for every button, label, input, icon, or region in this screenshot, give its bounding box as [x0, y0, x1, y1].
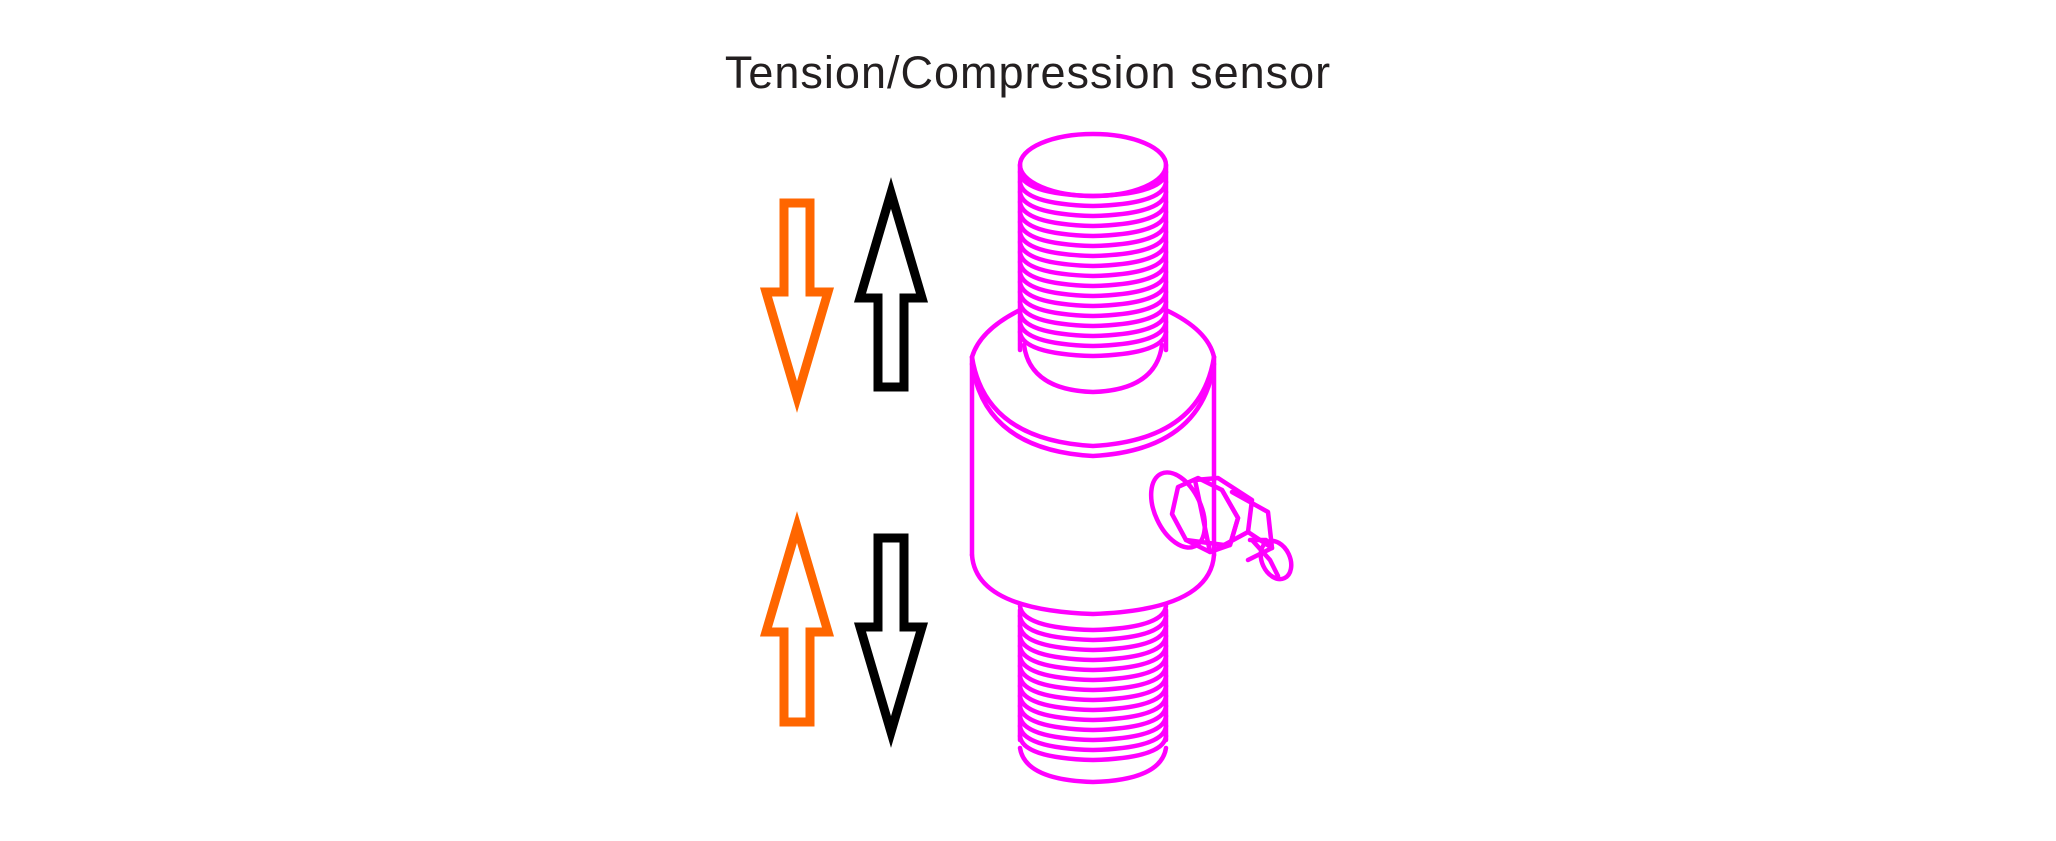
thread-ring [1017, 299, 1169, 329]
thread-ring [1017, 239, 1169, 269]
thread-ring [1017, 603, 1169, 633]
thread-ring [1017, 693, 1169, 723]
thread-ring [1017, 229, 1169, 259]
orange-down-arrow-icon [759, 198, 835, 413]
thread-ring [1017, 249, 1169, 279]
load-cell-sensor-icon [969, 131, 1294, 785]
cable-connector [1148, 470, 1294, 582]
thread-ring [1017, 713, 1169, 743]
thread-ring [1017, 703, 1169, 733]
upper-threaded-stud [1017, 131, 1169, 395]
thread-ring [1017, 179, 1169, 209]
thread-ring [1017, 633, 1169, 663]
orange-up-arrow-icon [759, 511, 835, 727]
thread-ring [1017, 309, 1169, 339]
black-down-arrow-icon [853, 533, 929, 748]
thread-ring [1017, 279, 1169, 309]
thread-ring [1017, 733, 1169, 763]
thread-ring [1017, 259, 1169, 289]
thread-ring [1017, 289, 1169, 319]
thread-ring [1017, 269, 1169, 299]
thread-ring [1017, 209, 1169, 239]
thread-ring [1017, 613, 1169, 643]
lower-threaded-stud [1017, 603, 1169, 785]
thread-ring [1017, 329, 1169, 359]
thread-ring [1017, 643, 1169, 673]
thread-ring [1017, 199, 1169, 229]
sensor-body [969, 307, 1217, 617]
black-up-arrow-icon [853, 177, 929, 392]
thread-ring [1017, 319, 1169, 349]
diagram-title: Tension/Compression sensor [724, 47, 1332, 98]
thread-ring [1017, 189, 1169, 219]
thread-ring [1017, 663, 1169, 693]
thread-ring [1017, 169, 1169, 199]
thread-ring [1017, 653, 1169, 683]
thread-ring [1017, 723, 1169, 753]
thread-ring [1017, 623, 1169, 653]
thread-ring [1017, 219, 1169, 249]
force-arrows [759, 177, 929, 748]
thread-ring [1017, 673, 1169, 703]
thread-ring [1017, 683, 1169, 713]
